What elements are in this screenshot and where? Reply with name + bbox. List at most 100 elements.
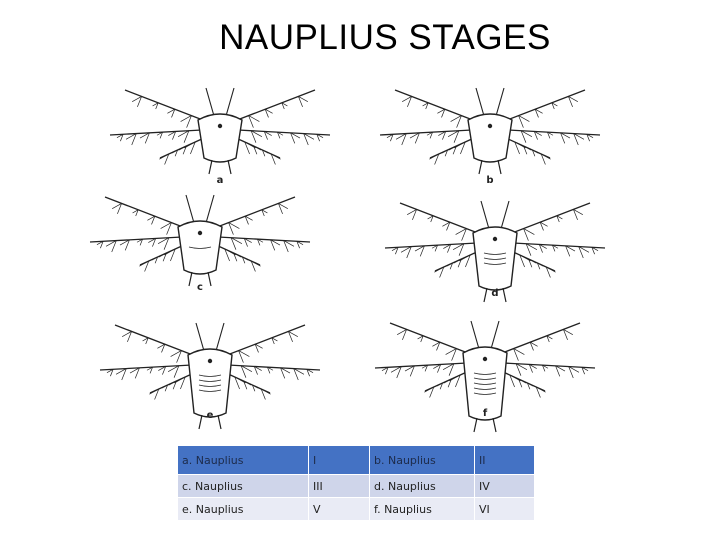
legend-row: a. Nauplius I b. Nauplius II [178, 446, 534, 474]
seta [251, 260, 261, 267]
seta [527, 382, 531, 390]
seta [437, 364, 442, 373]
body-segment [198, 379, 222, 382]
seta [298, 96, 309, 102]
seta [290, 132, 301, 139]
seta [230, 237, 237, 250]
seta [514, 141, 520, 155]
seta [252, 384, 256, 392]
seta [419, 245, 425, 257]
seta [147, 215, 155, 221]
body-segment [473, 382, 497, 385]
seta [565, 245, 576, 252]
seta [396, 366, 402, 379]
seta [446, 222, 451, 231]
seta [316, 133, 324, 139]
legend-stage-number: II [474, 446, 534, 474]
seta [172, 380, 177, 390]
seta [228, 222, 234, 235]
eye-spot [217, 123, 223, 129]
seta [528, 364, 533, 373]
seta [460, 141, 466, 155]
seta [283, 240, 295, 247]
seta [142, 337, 149, 342]
seta [134, 367, 140, 379]
seta [434, 266, 444, 273]
seta [395, 247, 399, 255]
seta [414, 245, 425, 252]
seta [453, 258, 462, 264]
seta [257, 238, 264, 243]
antennule-left [389, 322, 474, 356]
seta [288, 331, 293, 343]
seta [127, 331, 132, 343]
frontal-spine [490, 320, 500, 350]
seta [563, 329, 574, 335]
seta [115, 368, 127, 375]
furcal-spine [188, 271, 193, 287]
frontal-spine [205, 194, 215, 224]
seta [442, 221, 450, 227]
antennule-right [221, 324, 306, 358]
seta [513, 348, 519, 361]
seta [121, 331, 132, 337]
seta [190, 141, 196, 155]
nauplius-specimen-e: e [90, 310, 330, 430]
seta [538, 244, 543, 253]
seta [542, 365, 546, 372]
seta [270, 239, 281, 246]
seta [158, 366, 166, 371]
seta [424, 365, 428, 372]
seta [547, 131, 554, 136]
body-segment [473, 377, 497, 380]
specimen-letter: f [483, 408, 488, 419]
seta [568, 96, 573, 108]
seta [170, 248, 176, 262]
body-outline [177, 220, 223, 275]
seta [281, 102, 288, 107]
antennule-left [124, 89, 209, 123]
seta [121, 368, 127, 381]
furcal-spine [502, 287, 507, 303]
body-segment [198, 389, 222, 392]
seta [536, 386, 546, 393]
seta [429, 153, 439, 160]
seta [453, 130, 460, 143]
seta [265, 108, 273, 114]
seta [541, 153, 551, 160]
legend-stage-number: I [308, 446, 369, 474]
seta [186, 115, 192, 128]
seta [404, 365, 415, 372]
seta [456, 115, 462, 128]
seta [442, 363, 455, 371]
seta [163, 237, 170, 250]
frontal-spine [225, 87, 235, 117]
antenna-right [217, 236, 311, 243]
seta [164, 384, 168, 392]
seta [171, 109, 176, 118]
furcal-spine [208, 159, 213, 175]
seta [401, 133, 407, 146]
seta [261, 388, 271, 395]
body-segment [483, 262, 507, 265]
seta [515, 363, 522, 376]
seta [452, 243, 465, 251]
antennule-left [104, 196, 189, 230]
seta [535, 108, 543, 114]
seta [250, 260, 256, 272]
seta [243, 380, 248, 390]
seta [117, 203, 122, 215]
frontal-spine [195, 322, 205, 352]
seta [144, 260, 150, 272]
nauplius-stages-illustration: a b c d e f [80, 70, 610, 440]
seta [385, 367, 389, 375]
seta [167, 108, 175, 114]
seta [528, 258, 533, 268]
seta [439, 382, 443, 390]
antennule-left [394, 89, 479, 123]
body-segment [198, 374, 222, 377]
seta [278, 203, 283, 215]
seta [568, 366, 580, 373]
antenna-left [99, 364, 193, 371]
seta [137, 96, 142, 108]
